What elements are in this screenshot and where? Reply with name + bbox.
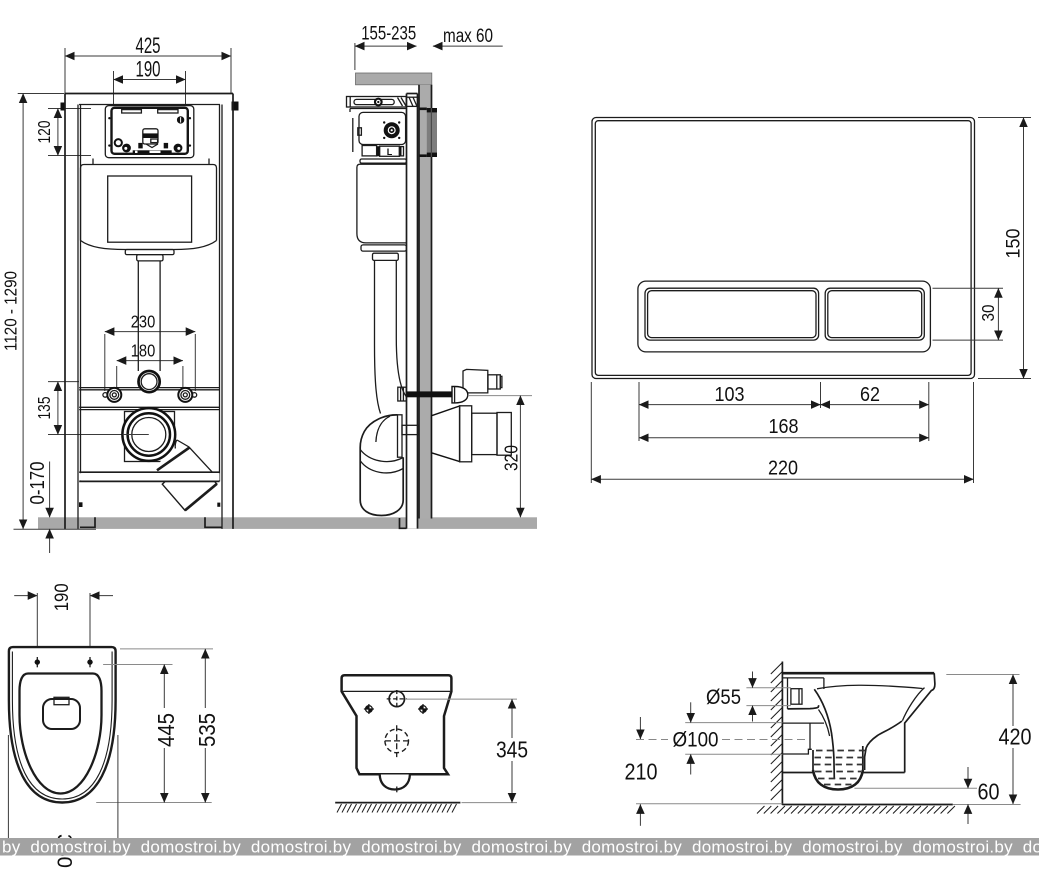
svg-text:190: 190 bbox=[136, 57, 161, 82]
svg-text:max 60: max 60 bbox=[443, 26, 493, 47]
svg-text:30: 30 bbox=[978, 304, 998, 321]
svg-text:by domostroi.by domostroi.by: by domostroi.by domostroi.by domostroi.b… bbox=[2, 837, 1039, 856]
svg-text:1120 - 1290: 1120 - 1290 bbox=[1, 271, 21, 351]
svg-text:445: 445 bbox=[153, 713, 179, 747]
svg-text:168: 168 bbox=[769, 416, 799, 438]
svg-text:230: 230 bbox=[131, 312, 156, 332]
svg-text:155-235: 155-235 bbox=[361, 24, 416, 45]
svg-text:190: 190 bbox=[52, 583, 73, 611]
svg-text:135: 135 bbox=[34, 397, 54, 420]
svg-text:Ø100: Ø100 bbox=[673, 729, 719, 752]
svg-text:210: 210 bbox=[625, 759, 658, 785]
svg-text:150: 150 bbox=[1003, 229, 1024, 259]
svg-text:420: 420 bbox=[999, 724, 1032, 750]
svg-text:320: 320 bbox=[501, 445, 522, 471]
svg-text:60: 60 bbox=[978, 779, 1000, 805]
svg-text:62: 62 bbox=[860, 384, 880, 406]
svg-text:L: L bbox=[387, 147, 393, 157]
svg-text:120: 120 bbox=[34, 120, 54, 143]
svg-text:0-170: 0-170 bbox=[26, 462, 49, 505]
svg-text:180: 180 bbox=[131, 341, 156, 361]
svg-text:Ø55: Ø55 bbox=[706, 686, 741, 709]
svg-text:220: 220 bbox=[768, 458, 798, 480]
svg-text:535: 535 bbox=[194, 713, 220, 747]
svg-text:425: 425 bbox=[136, 33, 161, 58]
svg-text:345: 345 bbox=[496, 737, 528, 763]
svg-text:103: 103 bbox=[715, 384, 745, 406]
